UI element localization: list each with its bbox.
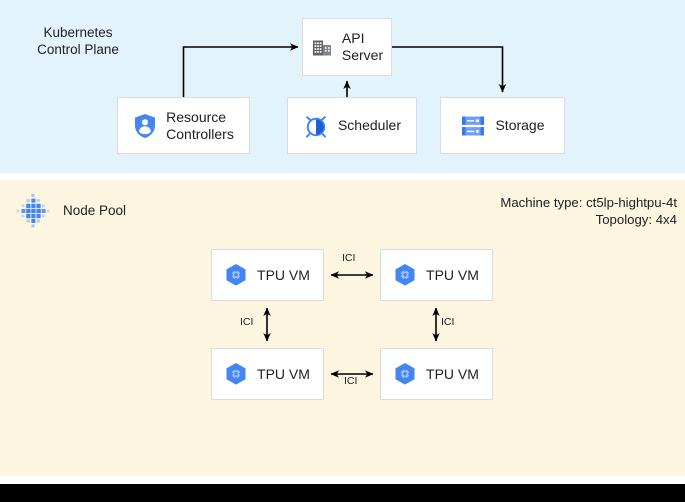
scheduler-box[interactable]: Scheduler [287, 97, 417, 154]
tpu-hexagon-icon [226, 264, 246, 286]
machine-info: Machine type: ct5lp-hightpu-4t Topology:… [500, 194, 677, 228]
node-pool-panel [0, 180, 685, 476]
tpu-vm-box[interactable]: TPU VM [211, 348, 324, 400]
topology-text: Topology: 4x4 [595, 212, 677, 227]
building-icon [312, 40, 331, 56]
node-pool-label: Node Pool [63, 203, 127, 218]
tpu-vm-label: TPU VM [257, 267, 310, 283]
machine-type-text: Machine type: ct5lp-hightpu-4t [500, 195, 677, 210]
ici-label-right: ICI [441, 316, 455, 328]
tpu-hexagon-icon [395, 363, 415, 385]
ici-label-top: ICI [342, 252, 356, 264]
ici-label-left: ICI [240, 316, 254, 328]
tpu-vm-box[interactable]: TPU VM [380, 348, 493, 400]
resource-controllers-label: Resource Controllers [166, 108, 234, 142]
tpu-vm-label: TPU VM [426, 267, 479, 283]
tpu-vm-label: TPU VM [257, 366, 310, 382]
shield-person-icon [135, 113, 156, 138]
tpu-hexagon-icon [226, 363, 246, 385]
storage-label: Storage [495, 117, 545, 133]
api-server-box[interactable]: API Server [302, 18, 392, 76]
tpu-vm-label: TPU VM [426, 366, 479, 382]
ici-label-bottom: ICI [344, 375, 358, 387]
api-server-label: API Server [341, 30, 384, 63]
tpu-hexagon-icon [395, 264, 415, 286]
bottom-bar [0, 484, 685, 502]
storage-box[interactable]: Storage [440, 97, 565, 154]
resource-controllers-box[interactable]: Resource Controllers [117, 97, 250, 154]
storage-drives-icon [462, 116, 485, 135]
tpu-vm-box[interactable]: TPU VM [380, 249, 493, 301]
tpu-vm-box[interactable]: TPU VM [211, 249, 324, 301]
control-plane-title: Kubernetes Control Plane [37, 25, 119, 57]
dot-matrix-icon [16, 194, 50, 228]
scheduler-label: Scheduler [337, 117, 402, 133]
alarm-clock-icon [305, 115, 326, 138]
